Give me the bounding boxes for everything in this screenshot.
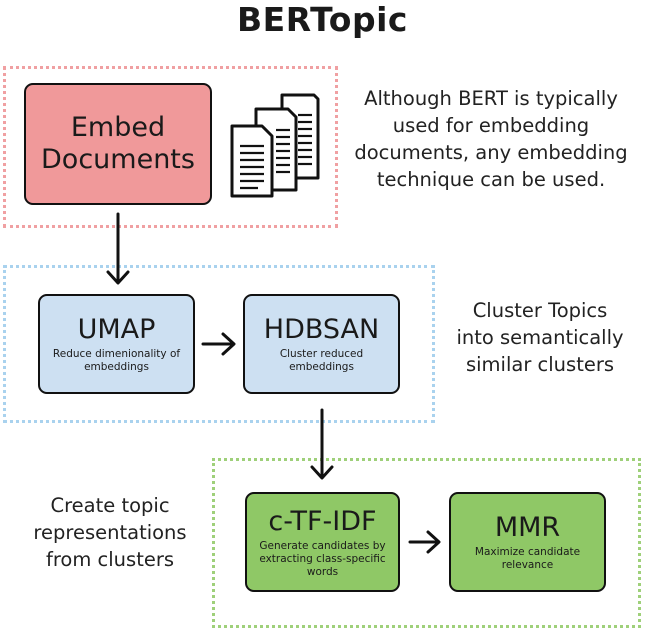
embed-note: Although BERT is typically used for embe… [345, 85, 637, 193]
embed-documents-box: Embed Documents [24, 83, 212, 205]
embed-note-line: Although BERT is typically [364, 87, 618, 110]
embed-note-line: technique can be used. [376, 168, 606, 191]
umap-description: Reduce dimenionality of embeddings [52, 348, 181, 373]
representation-note-line: representations [33, 521, 187, 544]
diagram-title: BERTopic [237, 0, 408, 39]
arrow-umap-to-hdbsan [201, 332, 236, 356]
ctfidf-box: c-TF-IDF Generate candidates by extracti… [245, 492, 400, 592]
embed-line-1: Embed [70, 112, 166, 143]
embed-group [3, 66, 338, 228]
hdbsan-description: Cluster reduced embeddings [279, 348, 364, 373]
ctfidf-title: c-TF-IDF [268, 505, 377, 537]
umap-title: UMAP [77, 314, 156, 345]
representation-note: Create topic representations from cluste… [10, 492, 210, 573]
mmr-box: MMR Maximize candidate relevance [449, 492, 606, 592]
representation-note-line: from clusters [45, 548, 175, 571]
embed-line-2: Documents [41, 144, 195, 175]
cluster-note: Cluster Topics into semantically similar… [440, 297, 640, 378]
embed-note-line: used for embedding [392, 114, 590, 137]
cluster-note-line: similar clusters [465, 353, 615, 376]
umap-box: UMAP Reduce dimenionality of embeddings [38, 294, 195, 394]
representation-group [212, 458, 641, 628]
hdbsan-title: HDBSAN [263, 314, 380, 345]
hdbsan-box: HDBSAN Cluster reduced embeddings [243, 294, 400, 394]
mmr-description: Maximize candidate relevance [474, 546, 581, 571]
cluster-note-line: Cluster Topics [472, 299, 608, 322]
representation-note-line: Create topic [50, 494, 170, 517]
arrow-hdbsan-to-ctfidf [310, 408, 334, 480]
cluster-group [3, 265, 435, 423]
arrow-embed-to-umap [106, 212, 130, 285]
mmr-title: MMR [494, 512, 561, 543]
ctfidf-description: Generate candidates by extracting class-… [259, 539, 386, 578]
cluster-note-line: into semantically [456, 326, 624, 349]
embed-note-line: documents, any embedding [354, 141, 628, 164]
arrow-ctfidf-to-mmr [408, 530, 441, 554]
